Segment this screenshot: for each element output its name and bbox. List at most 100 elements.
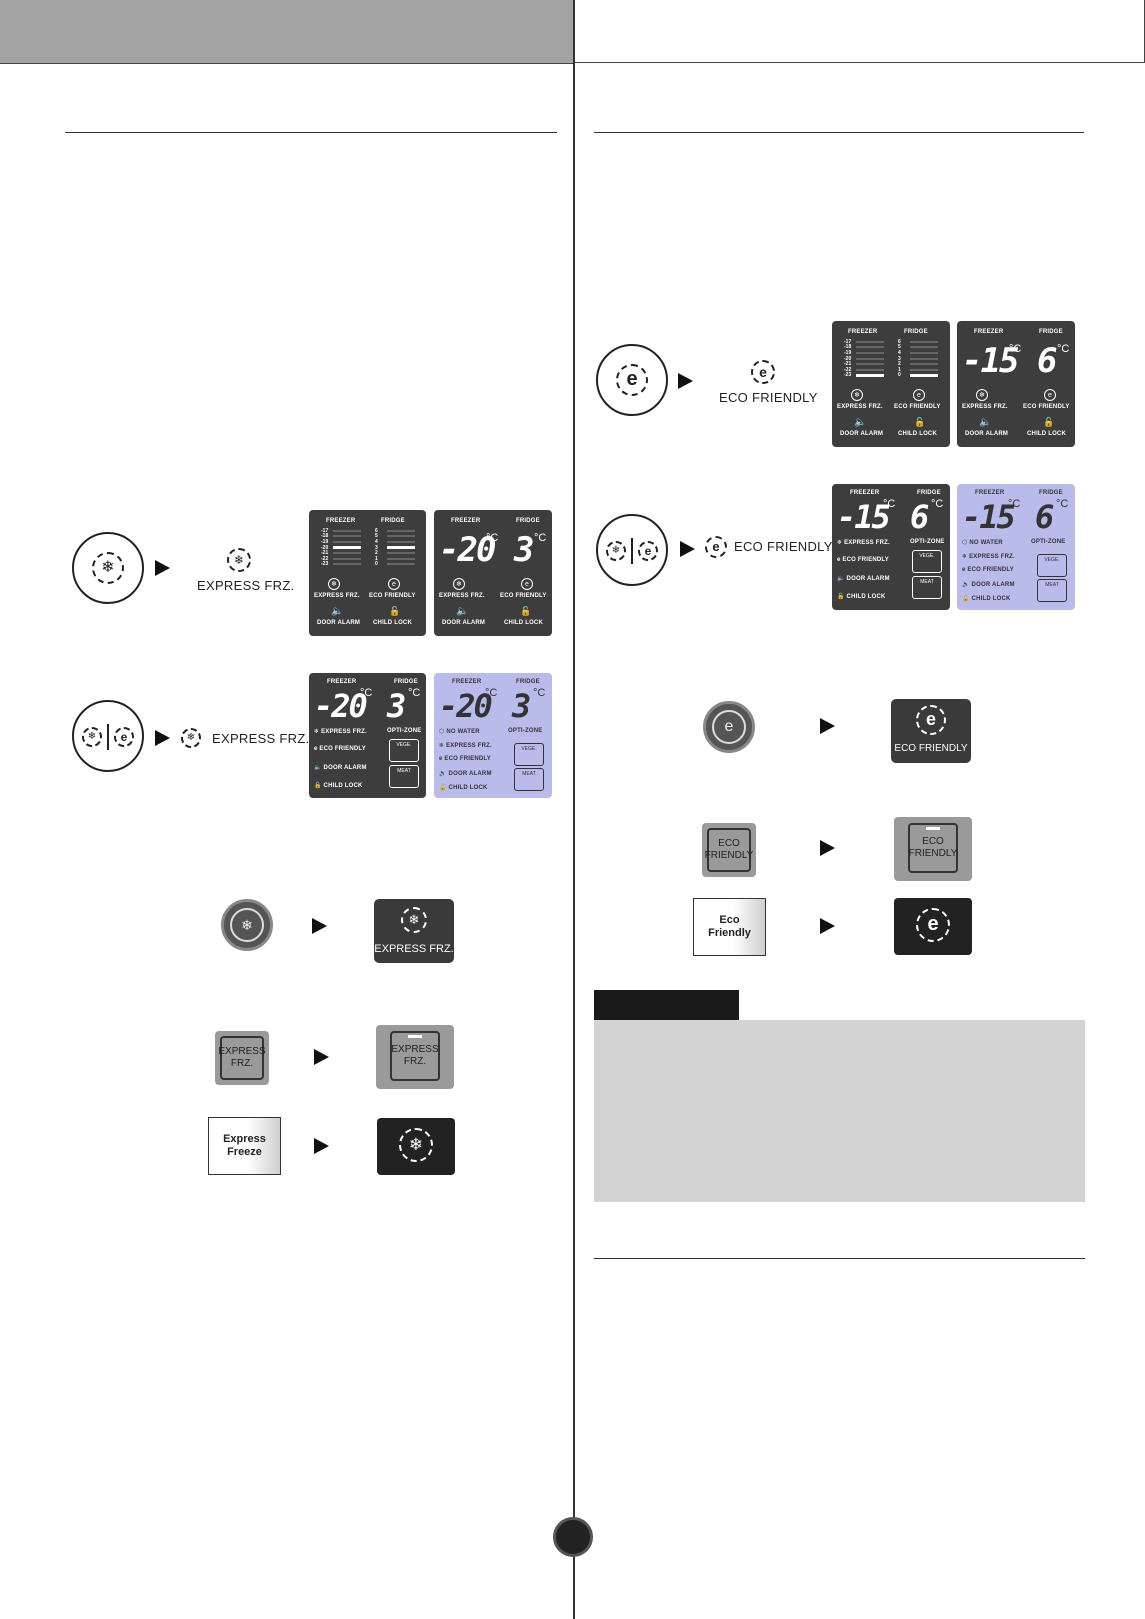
eco-friendly-display-button[interactable]: e ECO FRIENDLY xyxy=(891,699,971,763)
eco-leaf-icon: e xyxy=(616,364,648,396)
express-knob-button[interactable]: ❄ xyxy=(221,899,273,951)
fridge-label: FRIDGE xyxy=(516,679,540,685)
freezer-label: FREEZER xyxy=(326,518,356,524)
child-lock-indicator: 🔓 CHILD LOCK xyxy=(962,596,1011,602)
degree-unit: °C xyxy=(485,687,498,699)
degree-unit: °C xyxy=(533,687,546,699)
fridge-label: FRIDGE xyxy=(394,679,418,685)
eco-knob-button[interactable]: e xyxy=(703,701,755,753)
freezer-label: FREEZER xyxy=(974,329,1004,335)
indicator-light xyxy=(926,827,940,830)
express-frz-indicator: ❄ EXPRESS FRZ. xyxy=(837,540,890,546)
snowflake-icon: ❄ xyxy=(227,548,251,572)
door-alarm-indicator: DOOR ALARM xyxy=(442,620,486,626)
display-panel-opti-dark: FREEZER FRIDGE -15 °C 6 °C ❄ EXPRESS FRZ… xyxy=(832,484,950,610)
freezer-label: FREEZER xyxy=(451,518,481,524)
degree-unit: °C xyxy=(1056,498,1069,510)
eco-leaf-icon: e xyxy=(114,727,134,747)
snowflake-icon: ❄ xyxy=(401,907,427,933)
play-arrow-icon xyxy=(312,918,327,934)
freezer-temperature: -20 xyxy=(439,687,493,725)
meat-indicator: MEAT xyxy=(514,768,544,791)
snowflake-icon: ❄ xyxy=(976,389,988,401)
speaker-icon: 🔈 xyxy=(979,417,992,428)
eco-leaf-icon: e xyxy=(712,710,746,744)
meat-indicator: MEAT xyxy=(1037,579,1067,602)
left-section-rule xyxy=(65,132,557,133)
child-lock-indicator: CHILD LOCK xyxy=(373,620,412,626)
degree-unit: °C xyxy=(1009,343,1022,355)
note-header-bar xyxy=(594,990,739,1020)
eco-friendly-indicator: e ECO FRIENDLY xyxy=(837,557,889,563)
fridge-label: FRIDGE xyxy=(1039,490,1063,496)
display-panel-bars: FREEZER FRIDGE -17 -18 -19 -20 -21 -22 -… xyxy=(309,510,426,636)
child-lock-indicator: CHILD LOCK xyxy=(1027,431,1066,437)
door-alarm-indicator: 🔈 DOOR ALARM xyxy=(314,765,367,771)
eco-leaf-icon: e xyxy=(388,578,400,590)
freezer-label: FREEZER xyxy=(452,679,482,685)
freezer-label: FREEZER xyxy=(850,490,880,496)
freezer-temperature: -15 xyxy=(837,498,891,536)
page-number-badge xyxy=(553,1517,593,1557)
child-lock-indicator: CHILD LOCK xyxy=(504,620,543,626)
express-frz-indicator: EXPRESS FRZ. xyxy=(837,404,883,410)
eco-friendly-button-label: ECO FRIENDLY xyxy=(894,743,968,754)
express-frz-display-button[interactable]: ❄ EXPRESS FRZ. xyxy=(374,899,454,963)
eco-leaf-icon: e xyxy=(638,541,658,561)
column-divider xyxy=(573,0,575,1619)
indicator-light xyxy=(408,1035,422,1038)
degree-unit: °C xyxy=(1057,343,1070,355)
express-freeze-icon-button[interactable]: ❄ xyxy=(377,1118,455,1175)
degree-unit: °C xyxy=(408,687,421,699)
fridge-temperature: 6 xyxy=(1037,341,1058,381)
eco-friendly-round-button[interactable]: e xyxy=(596,344,668,416)
play-arrow-icon xyxy=(314,1049,329,1065)
door-alarm-indicator: DOOR ALARM xyxy=(840,431,884,437)
freezer-temperature: -20 xyxy=(314,687,368,725)
eco-leaf-icon: e xyxy=(521,578,533,590)
snowflake-icon: ❄ xyxy=(606,541,626,561)
eco-friendly-label: ECO FRIENDLY xyxy=(734,539,833,554)
express-frz-button-label: EXPRESS FRZ. xyxy=(374,943,454,955)
play-arrow-icon xyxy=(314,1138,329,1154)
vege-indicator: VEGE. xyxy=(912,550,942,573)
freezer-scale: -17 -18 -19 -20 -21 -22 -23 xyxy=(321,528,361,567)
opti-zone-label: OPTI-ZONE xyxy=(387,728,422,734)
dual-function-round-button[interactable]: ❄ e xyxy=(72,700,144,772)
vege-indicator: VEGE. xyxy=(1037,554,1067,577)
eco-friendly-indicator: ECO FRIENDLY xyxy=(500,593,547,599)
eco-leaf-icon: e xyxy=(705,536,727,558)
express-freeze-round-button[interactable]: ❄ xyxy=(72,532,144,604)
meat-indicator: MEAT xyxy=(912,576,942,599)
dual-function-round-button[interactable]: ❄ e xyxy=(596,514,668,586)
snowflake-icon: ❄ xyxy=(399,1128,433,1162)
lock-icon: 🔓 xyxy=(389,606,401,616)
fridge-temperature: 3 xyxy=(512,687,531,725)
header-bar-left xyxy=(0,0,574,64)
play-arrow-icon xyxy=(680,541,695,557)
snowflake-icon: ❄ xyxy=(328,578,340,590)
play-arrow-icon xyxy=(678,373,693,389)
display-panel-bars: FREEZER FRIDGE -17 -18 -19 -20 -21 -22 -… xyxy=(832,321,950,447)
snowflake-icon: ❄ xyxy=(92,552,124,584)
no-water-indicator: ⬡ NO WATER xyxy=(439,729,480,735)
eco-friendly-icon-button[interactable]: e xyxy=(894,898,972,955)
fridge-label: FRIDGE xyxy=(1039,329,1063,335)
eco-friendly-indicator: ECO FRIENDLY xyxy=(1023,404,1070,410)
express-frz-label: EXPRESS FRZ. xyxy=(212,731,310,746)
opti-zone-label: OPTI-ZONE xyxy=(508,728,543,734)
fridge-label: FRIDGE xyxy=(917,490,941,496)
play-arrow-icon xyxy=(155,730,170,746)
eco-friendly-indicator: e ECO FRIENDLY xyxy=(439,756,491,762)
degree-unit: °C xyxy=(883,498,896,510)
child-lock-indicator: 🔓 CHILD LOCK xyxy=(837,594,886,600)
divider xyxy=(107,724,109,750)
no-water-indicator: ⬡ NO WATER xyxy=(962,540,1003,546)
